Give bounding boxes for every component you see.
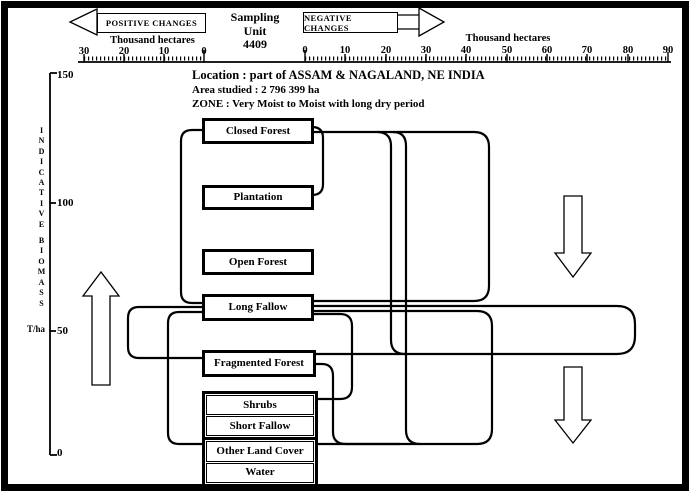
axis-tick-label: 80 <box>622 45 634 56</box>
box-other-land-cover: Other Land Cover <box>206 441 314 462</box>
box-short-fallow: Short Fallow <box>206 416 314 436</box>
axis-tick-label: 0 <box>302 45 308 56</box>
box-closed-forest: Closed Forest <box>202 118 314 144</box>
connector-longfallow-otherlandcover-left <box>166 310 206 446</box>
box-otherlandcover-water: Other Land Cover Water <box>202 437 318 487</box>
y-axis-ticklabels: 150 100 50 0 <box>57 0 97 498</box>
y-axis-title-letter: C <box>38 167 45 177</box>
area-text: Area studied : 2 796 399 ha <box>192 83 320 96</box>
sampling-unit-line2: Unit <box>243 23 267 38</box>
connector-longfallow-shrubs-right <box>304 312 354 401</box>
box-short-fallow-label: Short Fallow <box>229 419 291 432</box>
box-fragmented-forest: Fragmented Forest <box>202 350 316 377</box>
negative-changes-text: NEGATIVE CHANGES <box>304 12 352 33</box>
biomass-decrease-arrow-upper-icon <box>553 195 593 279</box>
connector-longfallow-otherlandcover-right <box>304 309 494 446</box>
y-axis-title-letter: S <box>39 298 44 308</box>
axis-tick-label: 20 <box>118 46 130 57</box>
axis-tick-label: 60 <box>541 45 553 56</box>
top-axis-right-ticklabels: 0 10 20 30 40 50 60 70 80 90 <box>0 45 700 57</box>
box-shrubs: Shrubs <box>206 395 314 415</box>
axis-tick-label: 10 <box>158 46 170 57</box>
box-open-forest: Open Forest <box>202 249 314 275</box>
connector-closedforest-fragmented-branch <box>376 130 406 356</box>
connector-closedforest-longfallow-right <box>304 130 491 303</box>
box-shrubs-shortfallow: Shrubs Short Fallow <box>202 391 318 440</box>
sampling-unit-line1: Sampling <box>230 10 280 24</box>
box-open-forest-label: Open Forest <box>228 255 288 268</box>
sampling-unit-title: Sampling Unit 4409 <box>211 10 299 52</box>
zone-text: ZONE : Very Moist to Moist with long dry… <box>192 98 425 110</box>
y-axis-title-letter: T <box>38 188 45 198</box>
axis-tick-label: 40 <box>460 45 472 56</box>
negative-arrow-shaft <box>394 14 420 30</box>
sampling-unit-line3: 4409 <box>243 37 267 51</box>
y-axis-title-letter: O <box>38 256 45 266</box>
positive-changes-text: POSITIVE CHANGES <box>105 18 198 28</box>
y-axis-tick-label: 100 <box>57 197 74 209</box>
box-plantation: Plantation <box>202 185 314 210</box>
connector-fragmented-otherlandcover-right <box>304 362 400 446</box>
y-axis-title-letter: A <box>38 277 45 287</box>
y-axis-title-letter: N <box>38 136 45 146</box>
location-text: Location : part of ASSAM & NAGALAND, NE … <box>192 68 485 82</box>
axis-tick-label: 70 <box>581 45 593 56</box>
biomass-decrease-arrow-lower-icon <box>553 366 593 445</box>
y-axis-title-letter: B <box>38 236 45 246</box>
top-axis-left-ticklabels: 30 20 10 0 <box>0 46 700 58</box>
connector-closedforest-longfallow-left <box>179 128 206 305</box>
y-axis-title-letter: I <box>39 246 44 256</box>
y-axis-title-letter: I <box>39 157 44 167</box>
connector-closedforest-plantation-right <box>304 125 325 197</box>
axis-tick-label: 90 <box>662 45 674 56</box>
left-axis-title: Thousand hectares <box>110 35 195 46</box>
box-shrubs-label: Shrubs <box>243 398 277 411</box>
box-other-land-cover-label: Other Land Cover <box>216 444 304 457</box>
y-axis-tick-label: 50 <box>57 325 68 337</box>
connector-longfallow-fragmented-left <box>126 305 206 360</box>
right-axis-title: Thousand hectares <box>465 33 551 44</box>
connector-closedforest-otherlandcover-branch <box>392 130 421 446</box>
box-plantation-label: Plantation <box>233 191 283 203</box>
y-axis-title-letter: E <box>38 219 45 229</box>
top-axis-major-ticks <box>83 50 669 62</box>
axis-tick-label: 30 <box>78 46 90 57</box>
y-axis-title-letter: D <box>38 146 45 156</box>
axis-tick-label: 50 <box>501 45 513 56</box>
y-axis-title-letter: S <box>39 288 44 298</box>
y-axis-title-letter: V <box>38 209 45 219</box>
y-axis-title-letter: A <box>38 178 45 188</box>
biomass-increase-arrow-icon <box>81 270 121 386</box>
box-fragmented-forest-label: Fragmented Forest <box>214 357 304 369</box>
negative-changes-label: NEGATIVE CHANGES <box>303 12 398 33</box>
box-long-fallow: Long Fallow <box>202 294 314 321</box>
y-axis-title-letter: M <box>37 267 46 277</box>
y-axis-unit: T/ha <box>27 324 46 334</box>
y-axis-line <box>49 72 57 456</box>
y-axis-title-letter: I <box>39 198 44 208</box>
axis-tick-label: 30 <box>420 45 432 56</box>
axis-tick-label: 20 <box>380 45 392 56</box>
negative-changes-arrow-icon <box>418 6 446 38</box>
box-closed-forest-label: Closed Forest <box>225 124 291 137</box>
axis-tick-label: 0 <box>201 46 207 57</box>
axis-tick-label: 10 <box>339 45 351 56</box>
box-water: Water <box>206 462 314 483</box>
box-water-label: Water <box>245 466 275 479</box>
y-axis-tick-label: 150 <box>57 69 74 81</box>
outer-border <box>1 1 689 491</box>
connector-longfallow-fragmented-right-capsule <box>304 304 637 356</box>
y-axis-tick-label: 0 <box>57 447 63 459</box>
y-axis-title-letter: I <box>39 126 44 135</box>
positive-changes-label: POSITIVE CHANGES <box>97 13 206 33</box>
study-info: Location : part of ASSAM & NAGALAND, NE … <box>192 68 485 112</box>
box-long-fallow-label: Long Fallow <box>228 301 288 313</box>
